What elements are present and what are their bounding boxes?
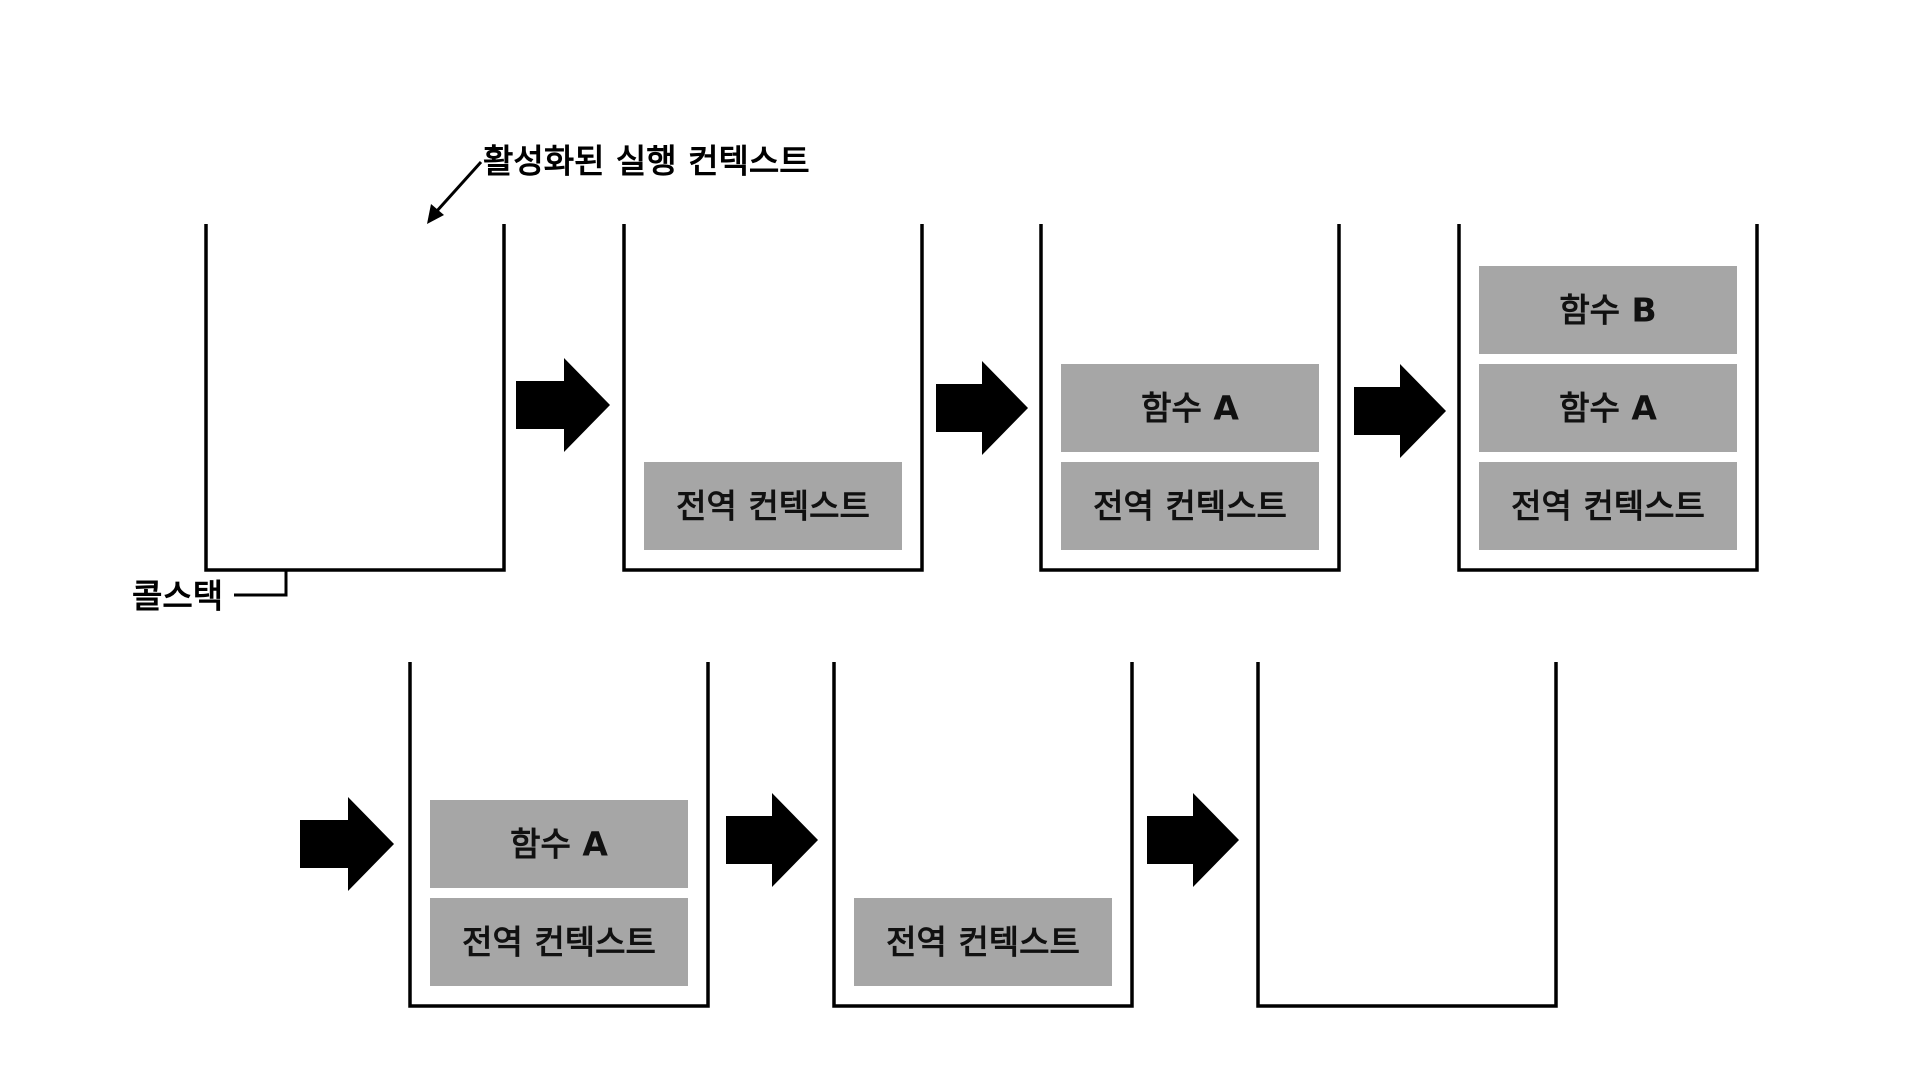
call-stack-state: 전역 컨텍스트 함수 A 함수 B bbox=[1457, 224, 1759, 572]
stack-frame: 전역 컨텍스트 bbox=[854, 898, 1112, 986]
stack-container-outline bbox=[408, 662, 710, 1008]
stack-frame-box bbox=[430, 800, 688, 888]
stack-frame: 함수 A bbox=[1479, 364, 1737, 452]
stack-frame-label: 함수 A bbox=[1559, 389, 1657, 428]
active-context-annotation: 활성화된 실행 컨텍스트 bbox=[427, 142, 810, 224]
stack-frame-box bbox=[1479, 364, 1737, 452]
stack-container-outline bbox=[1457, 224, 1759, 572]
call-stack-state bbox=[204, 224, 506, 572]
stack-frame-box bbox=[854, 898, 1112, 986]
stack-frame-label: 전역 컨텍스트 bbox=[1511, 487, 1705, 526]
stack-frame: 함수 A bbox=[1061, 364, 1319, 452]
stack-frame: 전역 컨텍스트 bbox=[644, 462, 902, 550]
stack-frame-label: 전역 컨텍스트 bbox=[676, 487, 870, 526]
active-context-label: 활성화된 실행 컨텍스트 bbox=[483, 142, 810, 181]
stack-frame-label: 전역 컨텍스트 bbox=[886, 923, 1080, 962]
stack-frame: 전역 컨텍스트 bbox=[430, 898, 688, 986]
stack-container-outline bbox=[622, 224, 924, 572]
stack-frame-box bbox=[1061, 364, 1319, 452]
call-stack-state: 전역 컨텍스트 bbox=[622, 224, 924, 572]
right-arrow-icon bbox=[726, 793, 818, 887]
stack-frame: 전역 컨텍스트 bbox=[1479, 462, 1737, 550]
call-stack-bracket-line bbox=[234, 570, 288, 597]
right-arrow-icon bbox=[1147, 793, 1239, 887]
right-arrow-icon bbox=[1354, 364, 1446, 458]
stack-frame-box bbox=[1479, 462, 1737, 550]
call-stack-state: 전역 컨텍스트 bbox=[832, 662, 1134, 1008]
flow-arrows bbox=[300, 358, 1446, 891]
call-stack-state: 전역 컨텍스트 함수 A bbox=[408, 662, 710, 1008]
call-stack-annotation: 콜스택 bbox=[132, 570, 288, 616]
stack-frame-box bbox=[430, 898, 688, 986]
stack-frame-box bbox=[644, 462, 902, 550]
stack-frame: 전역 컨텍스트 bbox=[1061, 462, 1319, 550]
call-stack-label: 콜스택 bbox=[132, 577, 223, 616]
stack-container-outline bbox=[832, 662, 1134, 1008]
stack-frame-box bbox=[1061, 462, 1319, 550]
stack-container-outline bbox=[1039, 224, 1341, 572]
stack-frame-label: 전역 컨텍스트 bbox=[1093, 487, 1287, 526]
stack-container-outline bbox=[204, 224, 506, 572]
stack-frame: 함수 B bbox=[1479, 266, 1737, 354]
stack-frame-label: 전역 컨텍스트 bbox=[462, 923, 656, 962]
stack-frame-box bbox=[1479, 266, 1737, 354]
stack-frame-label: 함수 A bbox=[1141, 389, 1239, 428]
call-stack-state: 전역 컨텍스트 함수 A bbox=[1039, 224, 1341, 572]
right-arrow-icon bbox=[300, 797, 394, 891]
stack-frame-label: 함수 A bbox=[510, 825, 608, 864]
right-arrow-icon bbox=[936, 361, 1028, 455]
stack-frame-label: 함수 B bbox=[1559, 291, 1656, 330]
active-context-pointer-line bbox=[434, 160, 483, 214]
call-stack-state bbox=[1256, 662, 1558, 1008]
stack-container-outline bbox=[1256, 662, 1558, 1008]
right-arrow-icon bbox=[516, 358, 610, 452]
stack-frame: 함수 A bbox=[430, 800, 688, 888]
pointer-arrow-icon bbox=[427, 204, 444, 224]
